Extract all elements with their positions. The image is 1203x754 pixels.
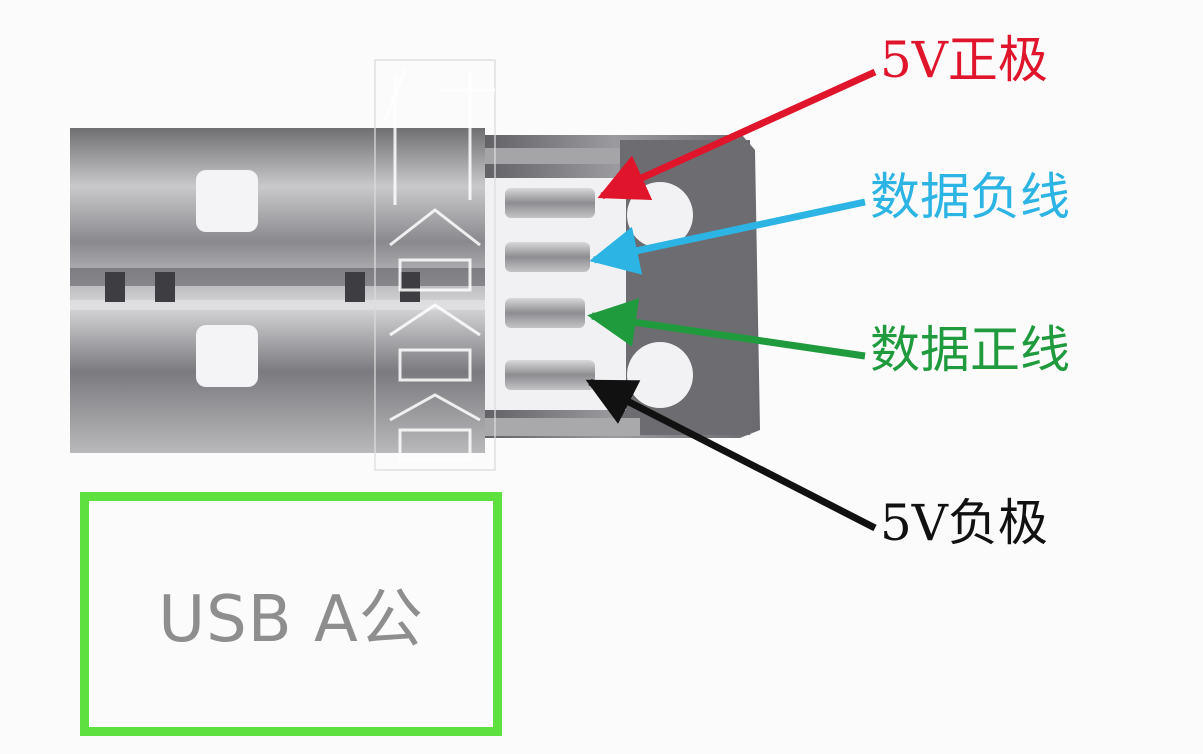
watermark xyxy=(374,59,496,471)
connector-type-box: USB A公 xyxy=(80,492,502,736)
arrow-data-plus xyxy=(587,298,866,360)
label-data-minus: 数据负线 xyxy=(870,168,1070,226)
pin-data-minus xyxy=(505,242,590,272)
pins xyxy=(505,188,595,390)
shell-window-top xyxy=(196,170,258,232)
arrow-gnd xyxy=(585,378,877,532)
connector-type-label: USB A公 xyxy=(158,583,424,657)
label-vbus: 5V正极 xyxy=(880,31,1048,89)
pin-vbus xyxy=(505,188,595,218)
arrow-data-minus xyxy=(589,198,866,275)
label-gnd: 5V负极 xyxy=(880,494,1048,552)
arrow-vbus xyxy=(597,68,877,201)
mounting-hole-bottom xyxy=(627,342,693,408)
pin-gnd xyxy=(505,360,595,390)
arrows xyxy=(585,68,877,532)
shell-window-bottom xyxy=(196,325,258,387)
label-data-plus: 数据正线 xyxy=(870,321,1070,379)
pin-data-plus xyxy=(505,298,585,328)
